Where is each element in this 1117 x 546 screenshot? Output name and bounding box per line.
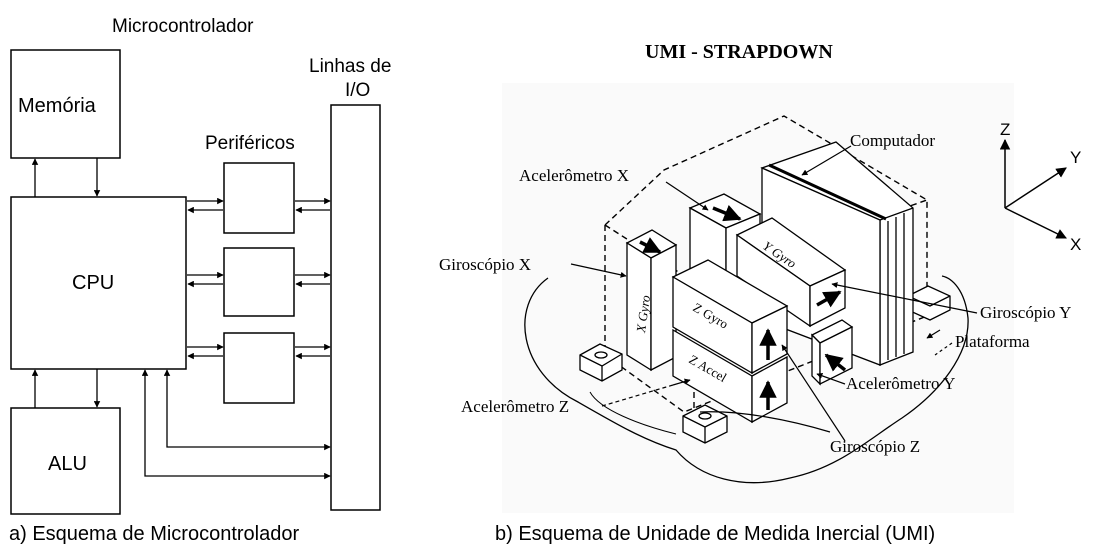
x-axis-arrow: [1004, 207, 1067, 239]
imu-title: UMI - STRAPDOWN: [645, 41, 833, 63]
z-accel-block: [672, 328, 788, 424]
alu-label: ALU: [48, 453, 87, 475]
cpu-label: CPU: [72, 272, 114, 294]
y-axis-label: Y: [1070, 148, 1081, 167]
io-label-line2: I/O: [345, 80, 370, 101]
cpu-peripheral-arrows: [187, 197, 224, 360]
x-gyro-label: X Gyro: [633, 294, 653, 335]
caption-a: a) Esquema de Microcontrolador: [9, 523, 299, 545]
platform-outline: [524, 275, 969, 484]
callout-leaders: [570, 145, 978, 442]
peripherals-label: Periféricos: [205, 133, 295, 154]
platform-label: Plataforma: [955, 332, 1030, 351]
io-lines-block: [330, 104, 381, 511]
gyro-x-label: Giroscópio X: [439, 255, 531, 274]
imu-diagram: UMI - STRAPDOWN: [439, 41, 1081, 545]
accel-y-block: [810, 319, 854, 386]
accel-x-label: Acelerômetro X: [519, 166, 629, 185]
accel-y-label: Acelerômetro Y: [846, 374, 955, 393]
alu-block: [10, 407, 121, 515]
microcontroller-title: Microcontrolador: [112, 16, 254, 37]
x-axis-label: X: [1070, 235, 1081, 254]
y-axis-arrow: [1004, 167, 1067, 209]
cpu-block: [10, 196, 187, 370]
microcontroller-diagram: Microcontrolador Memória CPU ALU Perifér…: [9, 16, 391, 545]
caption-b: b) Esquema de Unidade de Medida Inercial…: [495, 523, 935, 545]
peripheral-3: [223, 332, 295, 404]
gyro-z-label: Giroscópio Z: [830, 437, 920, 456]
gyro-y-label: Giroscópio Y: [980, 303, 1071, 322]
z-axis-label: Z: [1000, 120, 1010, 139]
platform-inner-curve: [589, 391, 677, 435]
peripheral-1: [223, 162, 295, 234]
accel-z-label: Acelerômetro Z: [461, 397, 569, 416]
memory-block: [10, 49, 121, 159]
io-label-line1: Linhas de: [309, 56, 391, 77]
computer-label: Computador: [850, 131, 935, 150]
peripheral-io-arrows: [295, 197, 331, 360]
coordinate-axes: [999, 138, 1067, 239]
peripheral-2: [223, 247, 295, 317]
cpu-io-direct-arrows: [141, 369, 331, 480]
memory-label: Memória: [18, 95, 97, 117]
z-gyro-block: [671, 259, 789, 375]
